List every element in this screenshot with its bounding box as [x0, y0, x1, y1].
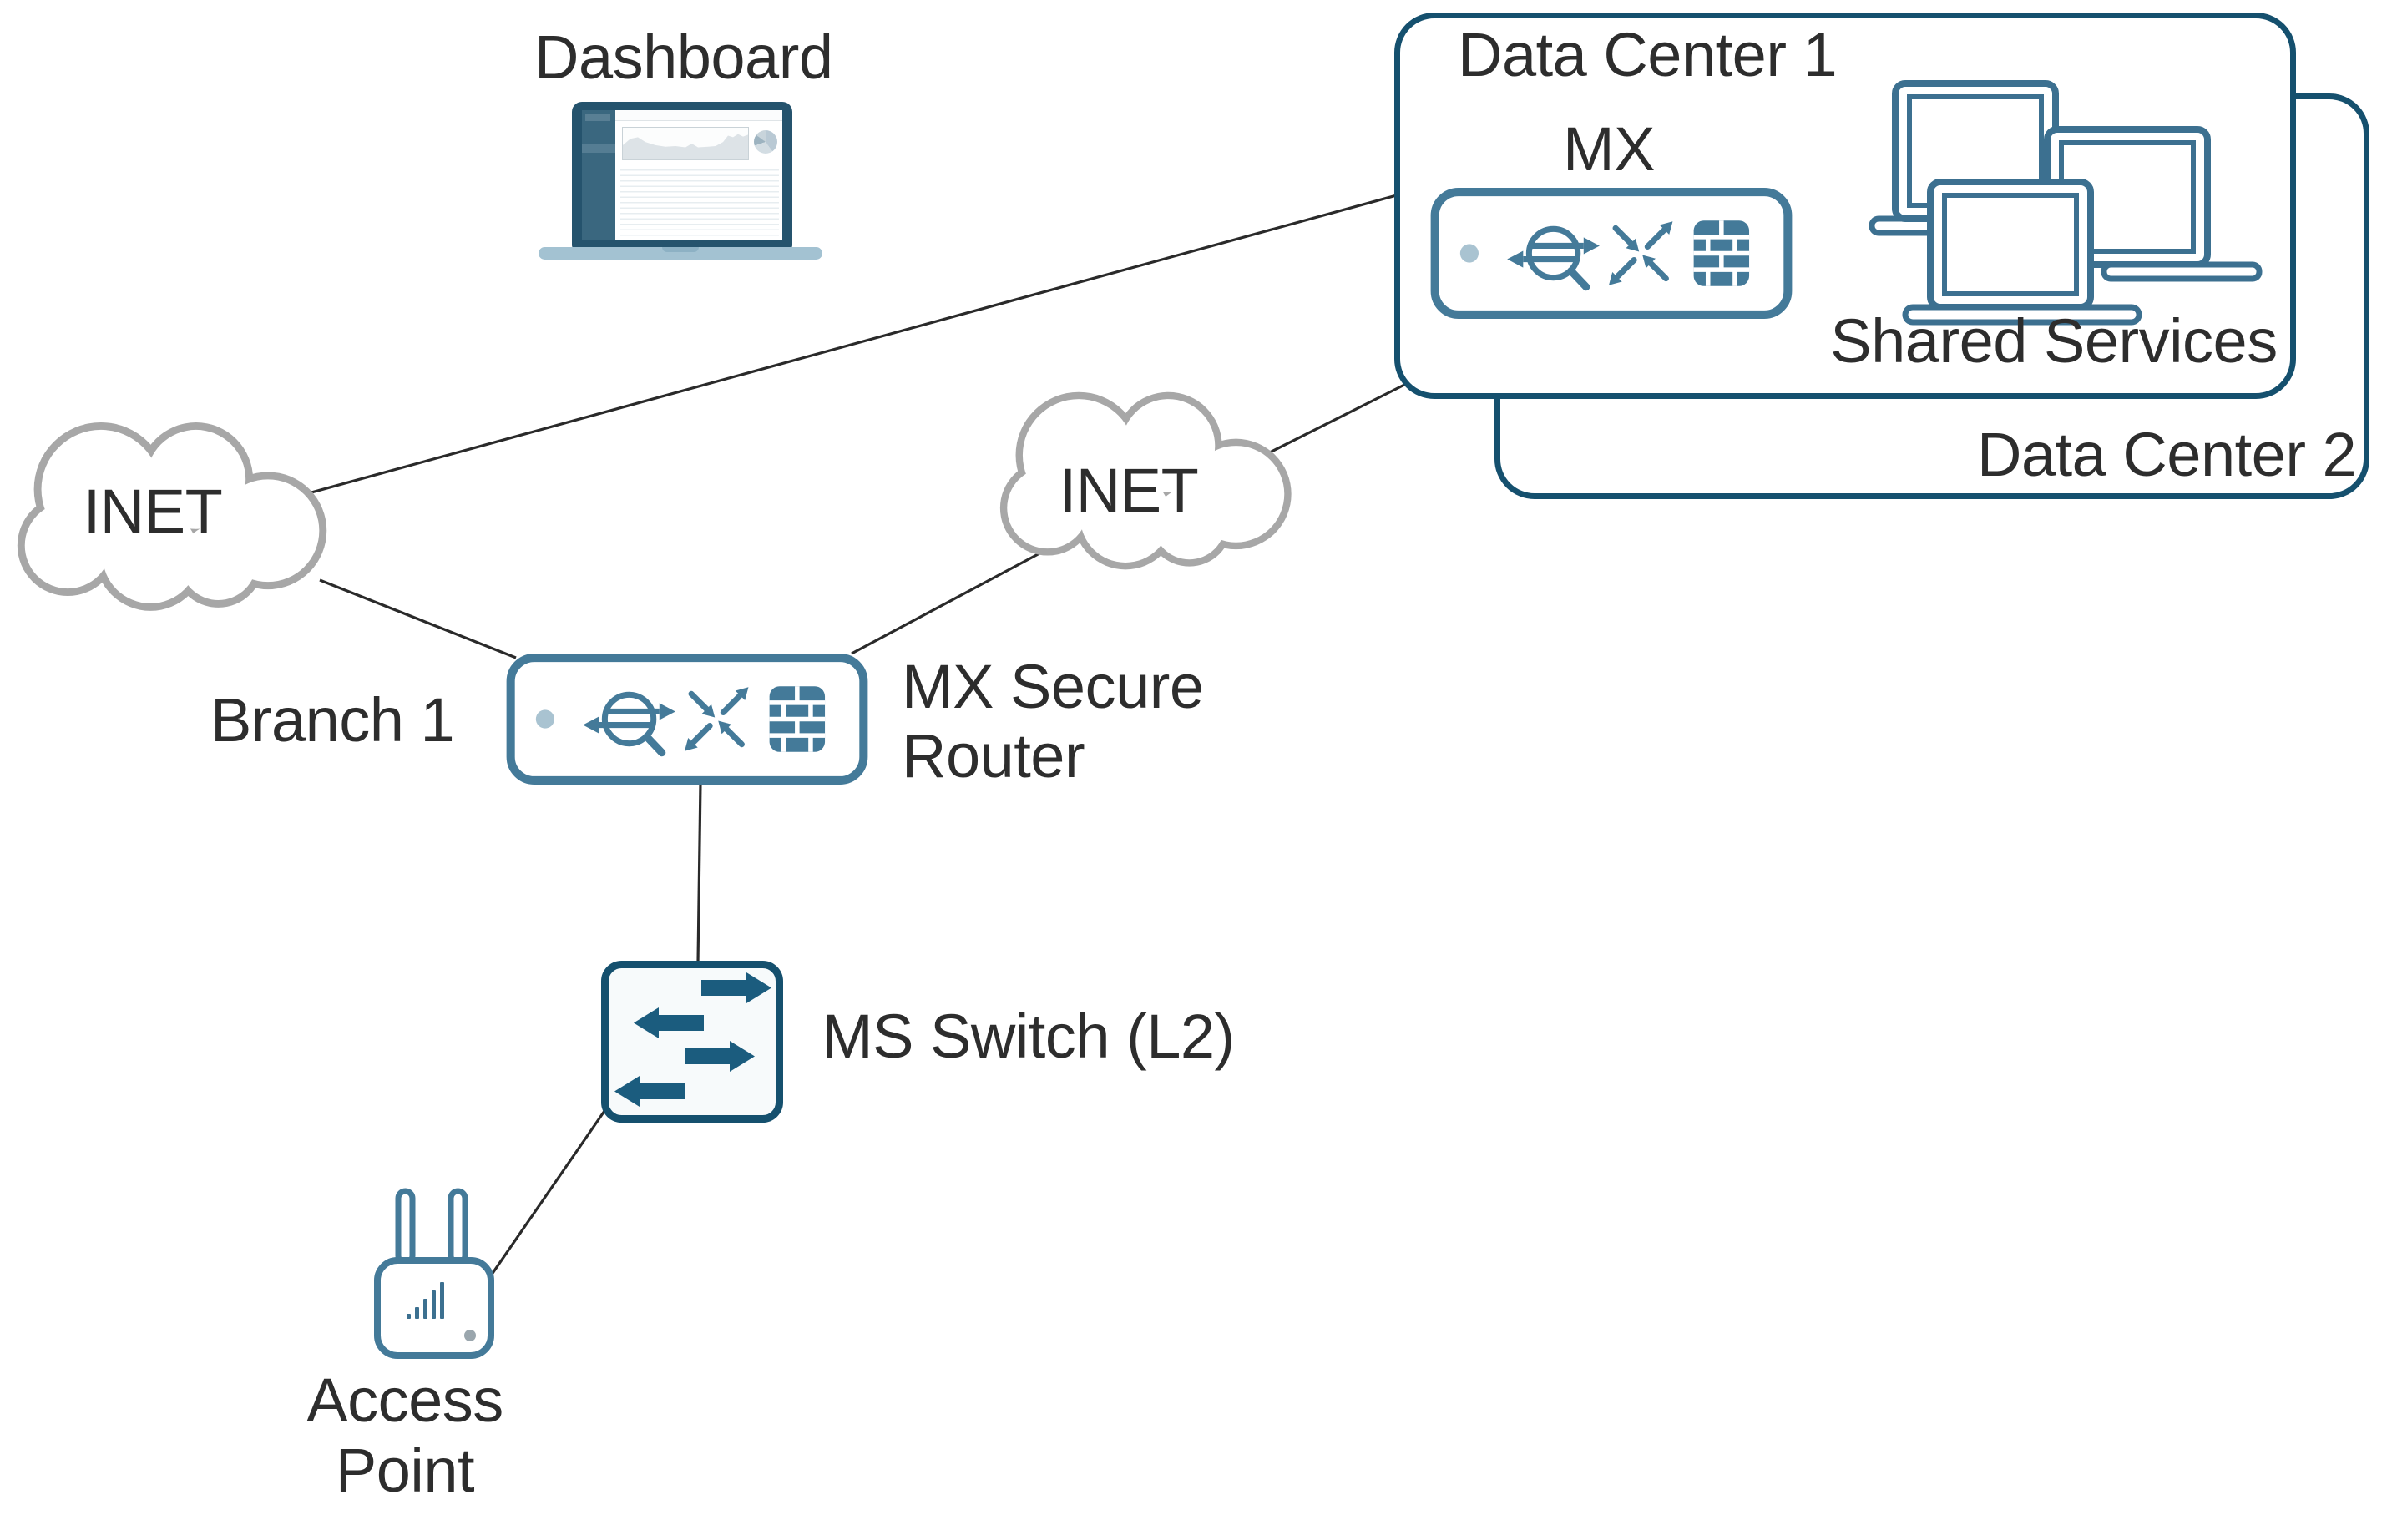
laptop-notch — [662, 247, 699, 252]
dashboard-laptop-icon — [539, 102, 822, 262]
branch-1-label: Branch 1 — [210, 685, 455, 755]
link-inet-left-to-branch-mx — [319, 578, 517, 659]
dashboard-pie-chart — [754, 130, 777, 154]
link-branch-mx-to-switch — [696, 782, 702, 963]
laptop-screen — [582, 110, 782, 240]
firewall-glyph — [769, 686, 826, 752]
router-glyph — [1507, 225, 1600, 291]
link-inet-right-to-branch-mx — [851, 544, 1054, 655]
dc-mx-appliance-icon — [1430, 188, 1793, 319]
data-center-2-label: Data Center 2 — [1977, 420, 2357, 489]
mx-secure-router-label: MX Secure Router — [902, 652, 1204, 790]
dashboard-usage-chart — [622, 127, 749, 160]
dc-mx-label: MX — [1563, 114, 1656, 184]
inet-left-label: INET — [83, 477, 223, 546]
link-inet-right-to-dc1 — [1264, 378, 1415, 457]
dashboard-sidebar — [582, 110, 615, 240]
link-switch-to-access-point — [486, 1110, 606, 1281]
dashboard-label: Dashboard — [534, 23, 833, 92]
inet-right-label: INET — [1059, 456, 1199, 525]
router-glyph — [583, 691, 675, 757]
antenna-icon — [448, 1188, 468, 1266]
shared-services-laptops-icon — [1869, 80, 2263, 326]
inet-left-cloud-icon — [17, 422, 327, 611]
status-led — [535, 709, 554, 729]
ms-switch-label: MS Switch (L2) — [822, 1002, 1235, 1071]
shared-services-label: Shared Services — [1830, 306, 2278, 376]
switch-arrows-glyph — [614, 972, 771, 1107]
access-point-label: Access Point — [306, 1366, 503, 1506]
signal-bars-icon — [407, 1282, 444, 1319]
ap-led — [464, 1330, 476, 1341]
laptop-c — [1902, 179, 2142, 326]
firewall-glyph — [1693, 220, 1750, 286]
data-center-1-label: Data Center 1 — [1458, 20, 1838, 89]
branch-mx-appliance-icon — [506, 654, 868, 785]
crossed-arrows-glyph — [1608, 221, 1673, 285]
laptop-base — [539, 247, 822, 260]
link-inet-left-to-dc1 — [311, 192, 1403, 494]
dashboard-topbar — [615, 110, 782, 121]
antenna-icon — [395, 1188, 416, 1266]
inet-right-cloud-icon — [999, 391, 1292, 570]
crossed-arrows-glyph — [684, 687, 749, 751]
laptop-shell — [572, 102, 792, 249]
dashboard-clients-table — [620, 165, 779, 237]
access-point-icon — [374, 1188, 494, 1359]
ms-switch-icon — [601, 961, 783, 1123]
status-led — [1459, 244, 1479, 263]
